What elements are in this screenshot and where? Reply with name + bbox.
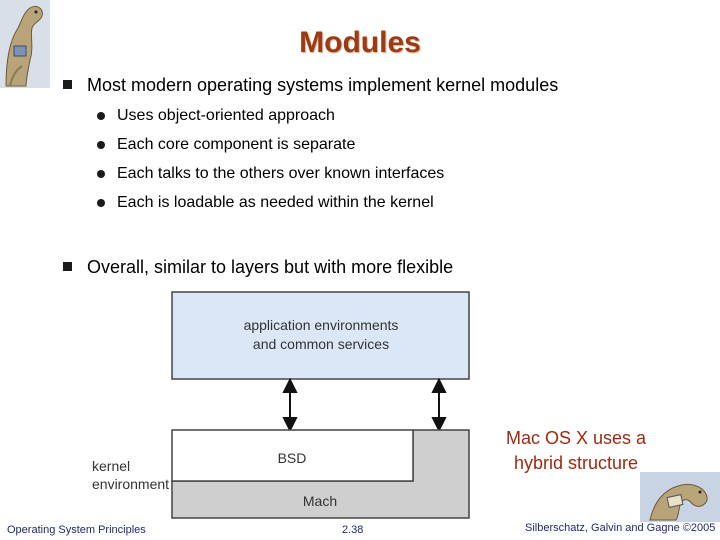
mach-label: Mach <box>303 493 337 509</box>
kernel-label-line2: environment <box>92 476 169 492</box>
diagram-caption: Mac OS X uses a hybrid structure <box>496 426 656 476</box>
bullet-kernel-modules: Most modern operating systems implement … <box>87 75 559 95</box>
sub-bullet-interfaces: Each talks to the others over known inte… <box>117 165 445 182</box>
bullet-square-icon <box>63 80 72 89</box>
slide-title: Modules <box>299 26 421 59</box>
sub-bullet-dot-icon <box>97 199 105 207</box>
bsd-box <box>171 429 414 482</box>
dinosaur-logo-icon <box>0 0 50 88</box>
footer-copyright: Silberschatz, Galvin and Gagne ©2005 <box>525 522 716 534</box>
dinosaur-reading-logo-icon <box>640 472 720 522</box>
app-env-line2: and common services <box>253 336 389 352</box>
footer-page-number: 2.38 <box>342 524 364 536</box>
sub-bullet-object-oriented: Uses object-oriented approach <box>117 107 335 124</box>
caption-line1: Mac OS X uses a <box>505 428 647 448</box>
sub-bullet-dot-icon <box>97 112 105 120</box>
app-env-line1: application environments <box>244 317 399 333</box>
application-environments-box <box>171 291 470 380</box>
double-arrow-left-icon <box>282 377 298 433</box>
kernel-label-line1: kernel <box>92 458 130 474</box>
diagram-background <box>70 290 170 520</box>
sub-bullet-dot-icon <box>97 170 105 178</box>
footer-course: Operating System Principles <box>7 524 146 536</box>
sub-bullet-separate: Each core component is separate <box>117 136 356 153</box>
bullet-square-icon <box>63 262 72 271</box>
sub-bullet-loadable: Each is loadable as needed within the ke… <box>117 194 434 211</box>
bsd-label: BSD <box>278 450 307 466</box>
macos-structure-diagram: application environments and common serv… <box>70 290 470 520</box>
caption-line2: hybrid structure <box>513 453 639 473</box>
bullet-overall-flexible: Overall, similar to layers but with more… <box>87 257 454 277</box>
double-arrow-right-icon <box>431 377 447 433</box>
sub-bullet-dot-icon <box>97 141 105 149</box>
